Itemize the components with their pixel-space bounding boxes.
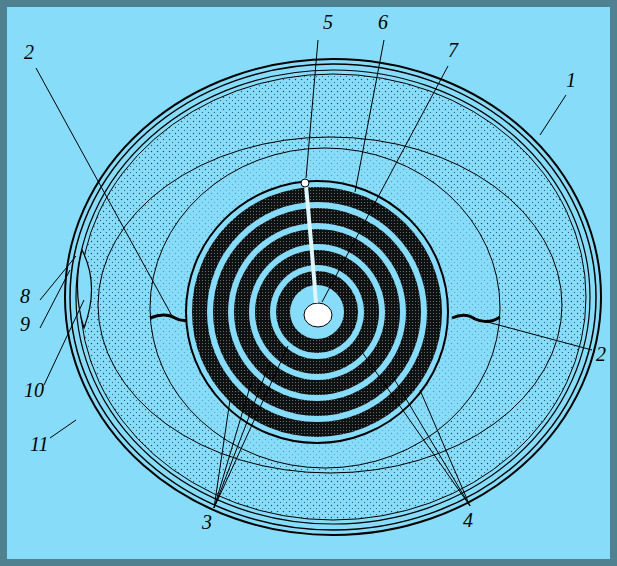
callout-number: 3: [202, 512, 212, 532]
callout-number: 10: [24, 380, 44, 400]
callout-number: 2: [24, 42, 34, 62]
callout-number: 8: [20, 286, 30, 306]
callout-number: 1: [566, 70, 576, 90]
callout-number: 4: [463, 510, 473, 530]
callout-number: 6: [378, 12, 388, 32]
callout-number: 2: [596, 344, 606, 364]
callout-number: 5: [323, 12, 333, 32]
callout-number: 11: [30, 434, 49, 454]
callout-number: 7: [448, 40, 458, 60]
callout-number: 9: [20, 314, 30, 334]
